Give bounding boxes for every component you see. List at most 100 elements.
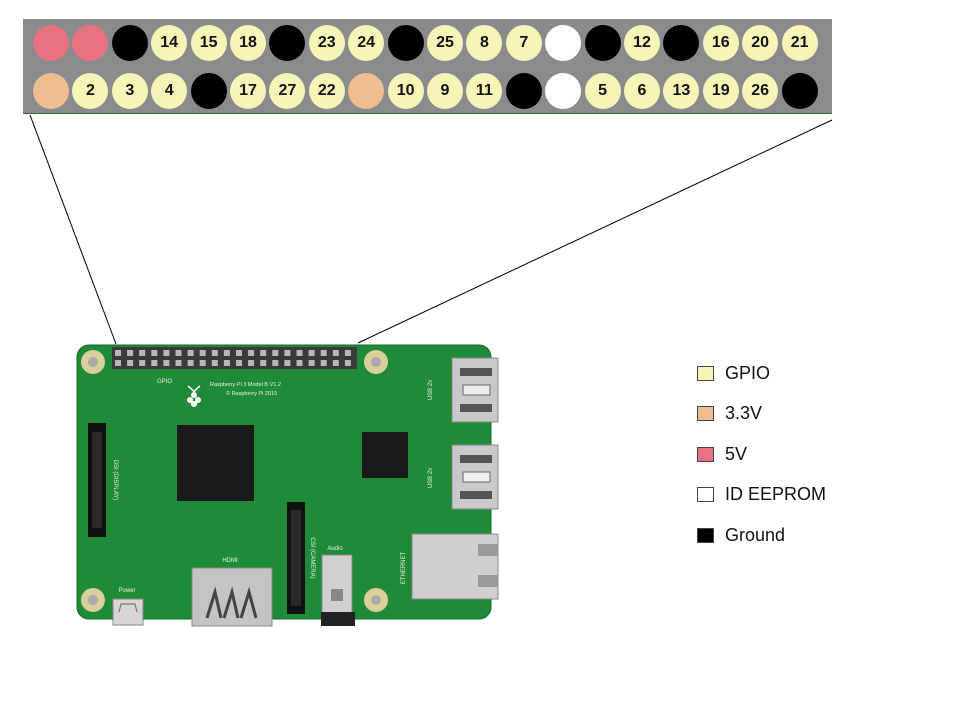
v33-pin <box>348 73 385 109</box>
board-header-pin <box>199 350 206 356</box>
gpio-pin: 10 <box>387 73 424 109</box>
gpio-pin: 11 <box>466 73 503 109</box>
legend-label: 5V <box>725 443 748 464</box>
board-header-pin <box>236 350 242 356</box>
eeprom-pin <box>545 25 582 61</box>
board-header-pin <box>320 360 327 366</box>
legend-label: GPIO <box>725 362 771 383</box>
board-header-pin <box>115 350 121 356</box>
gpio-pin: 20 <box>742 25 779 61</box>
gpio-pin: 15 <box>190 25 227 61</box>
legend-swatch <box>697 527 714 543</box>
board-header-pin <box>151 350 158 356</box>
legend-item: Ground <box>697 525 785 545</box>
audio-label: Audio <box>327 546 343 552</box>
soc-chip <box>177 425 254 501</box>
gpio-pin: 12 <box>624 25 660 61</box>
board-header-pin <box>344 350 351 356</box>
gpio-pin: 16 <box>702 25 739 61</box>
gpio-pin: 4 <box>151 73 188 109</box>
board-header-pin <box>344 360 351 366</box>
usb-controller-chip <box>362 432 408 478</box>
legend-swatch <box>697 487 714 502</box>
board-header-pin <box>223 360 230 366</box>
audio-jack <box>321 554 355 626</box>
mounting-hole-tr <box>364 350 388 374</box>
power-port <box>112 598 144 626</box>
ground-pin <box>111 25 148 61</box>
legend-label: Ground <box>725 524 786 545</box>
board-header-pin <box>175 360 182 366</box>
usb-port-bottom <box>451 444 499 510</box>
gpio-pin: 14 <box>151 25 188 61</box>
board-header-pin <box>248 360 255 366</box>
board-header-pin <box>284 350 291 356</box>
board-header-pin <box>211 360 218 366</box>
legend-item: 3.3V <box>697 403 763 424</box>
gpio-pin: 8 <box>466 25 503 61</box>
ground-pin <box>584 25 621 61</box>
board-copyright-text: © Raspberry Pi 2015 <box>226 390 277 397</box>
gpio-pin: 23 <box>308 25 345 61</box>
legend-swatch <box>697 365 714 381</box>
board-header-pin <box>139 360 146 366</box>
eeprom-pin <box>545 73 582 109</box>
zoom-line-left <box>29 114 117 345</box>
v5-pin <box>72 25 109 61</box>
v33-pin <box>33 73 69 109</box>
usb-label-bottom: USB 2x <box>428 468 434 488</box>
gpio-pin: 18 <box>230 25 266 61</box>
ethernet-port <box>411 533 499 600</box>
gpio-pin: 9 <box>427 73 463 109</box>
board-header-pin <box>163 350 170 356</box>
board-header-pin <box>187 350 194 356</box>
gpio-pin: 17 <box>230 73 266 109</box>
board-header-pin <box>187 360 194 366</box>
board-model-text: Raspberry Pi 3 Model B V1.2 <box>210 382 281 388</box>
board-header-pin <box>139 350 146 356</box>
hdmi-label: HDMI <box>222 558 238 564</box>
hdmi-port <box>191 567 273 627</box>
mounting-hole-bl <box>81 588 105 612</box>
gpio-pin: 19 <box>702 73 739 109</box>
gpio-pin: 21 <box>781 25 818 61</box>
dsi-label: DSI (DISPLAY) <box>112 460 118 501</box>
gpio-pin: 24 <box>348 25 385 61</box>
gpio-pin: 22 <box>308 73 345 109</box>
legend-label: ID EEPROM <box>725 484 827 504</box>
board-header-pin <box>260 350 267 356</box>
legend-item: GPIO <box>697 363 770 383</box>
gpio-pin: 25 <box>427 25 463 61</box>
power-label: Power <box>118 588 135 594</box>
ground-pin <box>781 73 818 109</box>
ground-pin <box>663 25 700 61</box>
ground-pin <box>269 25 306 61</box>
board-header-pin <box>308 360 315 366</box>
board-header-pin <box>320 350 327 356</box>
usb-port-top <box>451 357 499 423</box>
board-header-pin <box>127 360 134 366</box>
ground-pin <box>505 73 542 109</box>
board-header-pin <box>211 350 218 356</box>
board-header-pin <box>163 360 170 366</box>
board-header-pin <box>151 360 158 366</box>
gpio-pin: 13 <box>663 73 700 109</box>
board-header-pin <box>272 350 279 356</box>
gpio-pin: 26 <box>742 73 779 109</box>
board-header-pin <box>115 360 121 366</box>
legend-item: 5V <box>697 444 747 464</box>
legend-label: 3.3V <box>725 403 763 423</box>
gpio-pin: 5 <box>584 73 621 109</box>
mounting-hole-tl <box>81 350 105 374</box>
board-header-pin <box>296 360 303 366</box>
board-gpio-header <box>112 347 357 369</box>
board-header-pin <box>332 360 339 366</box>
usb-label-top: USB 2x <box>428 380 434 400</box>
ethernet-label: ETHERNET <box>401 552 407 585</box>
legend-swatch <box>697 446 714 462</box>
board-header-pin <box>127 350 134 356</box>
zoom-line-right <box>357 119 833 344</box>
v5-pin <box>33 25 69 61</box>
board-header-pin <box>175 350 182 356</box>
